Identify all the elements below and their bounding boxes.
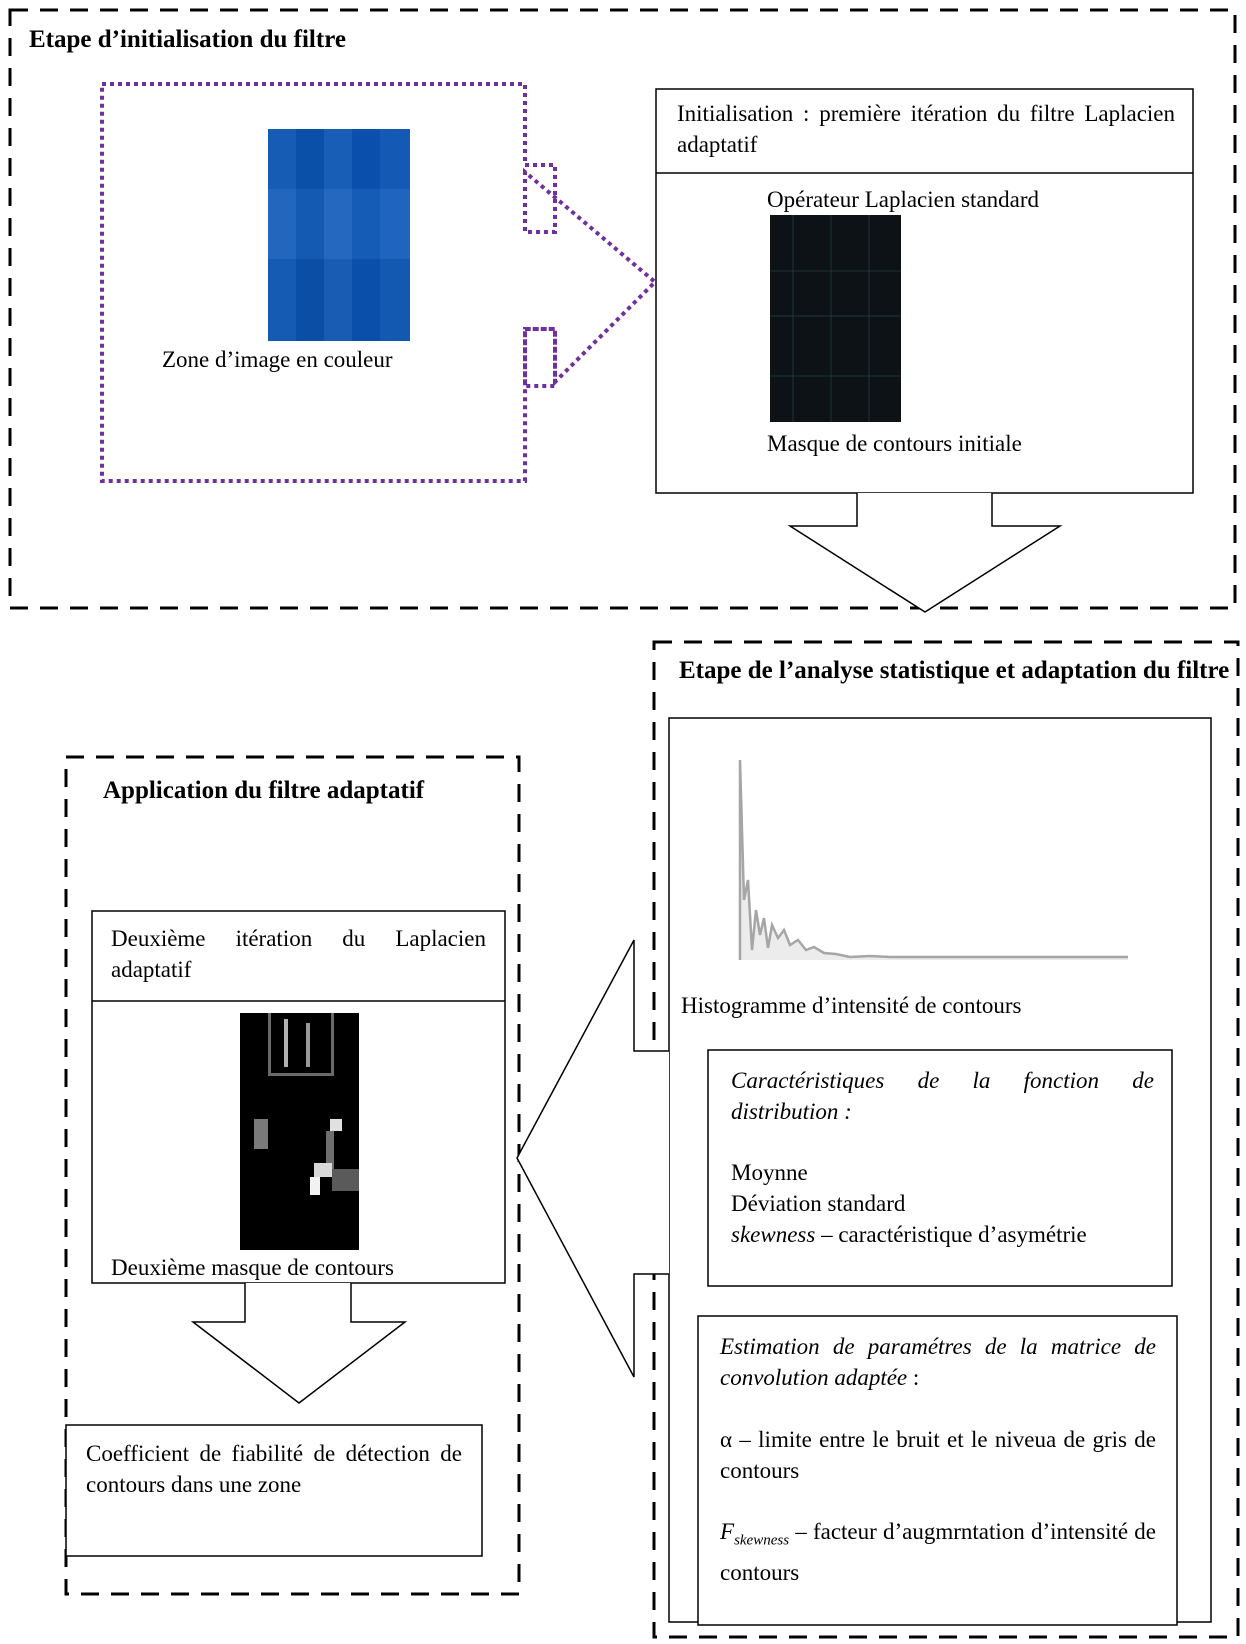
histogram-line (738, 759, 1128, 960)
color-zone-dotted-arrow (100, 82, 658, 483)
second-box-title: Deuxième itération du Laplacien adaptati… (111, 926, 486, 982)
estimation-box (697, 1315, 1178, 1626)
init-mask-label: Masque de contours initiale (767, 431, 1022, 456)
f-symbol: F (720, 1519, 735, 1544)
second-contour-mask (240, 1013, 359, 1250)
estimation-heading: Estimation de paramétres de la matrice d… (720, 1331, 1156, 1393)
stage3-frame (64, 755, 521, 1596)
init-box (655, 88, 1194, 494)
coefficient-text: Coefficient de fiabilité de détection de… (86, 1441, 462, 1497)
skewness-term: skewness (731, 1222, 816, 1247)
color-zone-label: Zone d’image en couleur (162, 347, 393, 372)
stage2-frame (652, 640, 1240, 1639)
left-arrow-stage2-to-stage3 (516, 939, 669, 1378)
init-box-title: Initialisation : première itération du f… (677, 101, 1175, 157)
characteristics-item-mean: Moynne (731, 1160, 808, 1185)
stage1-title: Etape d’initialisation du filtre (29, 26, 346, 53)
color-image-zone (268, 129, 410, 341)
characteristics-item-skewness: skewness – caractéristique d’asymétrie (731, 1219, 1161, 1250)
down-arrow-stage3 (190, 1283, 408, 1404)
characteristics-box (707, 1049, 1173, 1287)
stage3-title: Application du filtre adaptatif (103, 777, 425, 804)
histogram (738, 759, 1128, 960)
characteristics-heading: Caractéristiques de la fonction de distr… (731, 1068, 1154, 1124)
f-description: – facteur d’augmrntation d’intensité de … (720, 1519, 1156, 1585)
estimation-heading-colon: : (907, 1365, 920, 1390)
down-arrow-stage1 (787, 493, 1063, 613)
f-subscript: skewness (734, 1532, 790, 1549)
stage2-title: Etape de l’analyse statistique et adapta… (679, 657, 1230, 684)
skewness-description: – caractéristique d’asymétrie (815, 1222, 1087, 1247)
estimation-heading-text: Estimation de paramétres de la matrice d… (720, 1334, 1156, 1390)
coefficient-box (65, 1424, 483, 1557)
init-operator-label: Opérateur Laplacien standard (767, 187, 1040, 212)
estimation-alpha: α – limite entre le bruit et le niveua d… (720, 1427, 1156, 1483)
histogram-label: Histogramme d’intensité de contours (681, 993, 1022, 1018)
initial-contour-mask (770, 215, 901, 422)
estimation-f-skewness: Fskewness – facteur d’augmrntation d’int… (720, 1516, 1156, 1588)
second-mask-label: Deuxième masque de contours (111, 1255, 394, 1280)
stage1-frame (8, 8, 1237, 610)
characteristics-item-std: Déviation standard (731, 1191, 906, 1216)
histogram-fill (740, 760, 1128, 960)
